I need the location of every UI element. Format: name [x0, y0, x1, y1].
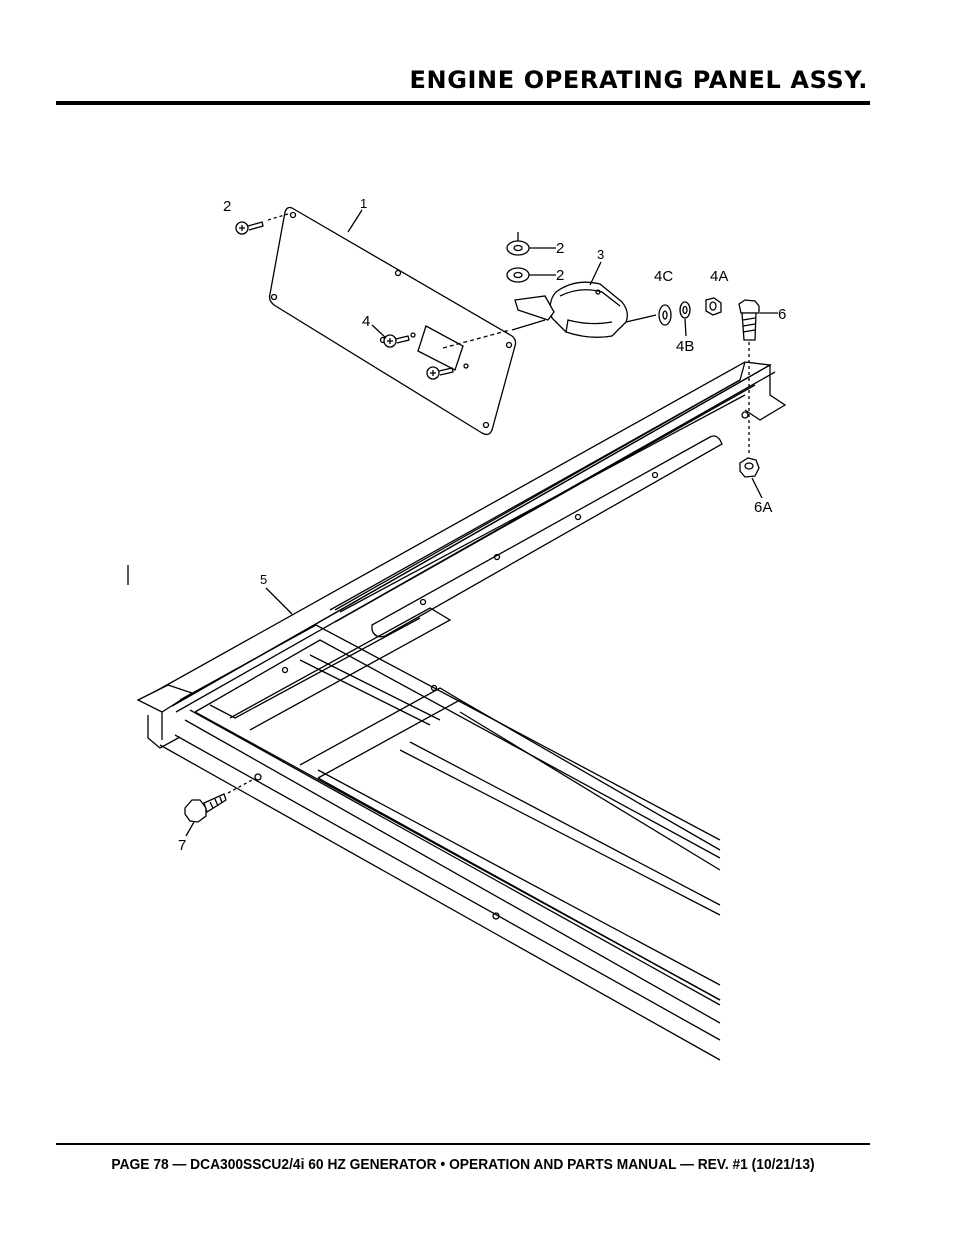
callout-7: 7 — [178, 837, 186, 854]
callout-6: 6 — [778, 306, 786, 323]
callout-4a: 4A — [710, 268, 728, 285]
callout-6a: 6A — [754, 499, 772, 516]
nut-4a — [705, 297, 722, 316]
nut-6a — [739, 457, 763, 499]
footer-rule — [56, 1143, 870, 1145]
lock-washer-4b — [679, 301, 691, 319]
page-footer: PAGE 78 — DCA300SSCU2/4i 60 HZ GENERATOR… — [111, 1156, 815, 1173]
callout-3: 3 — [597, 247, 604, 262]
page-title: ENGINE OPERATING PANEL ASSY. — [409, 66, 868, 94]
screw-2-top-left — [235, 213, 289, 235]
callout-2-washer-lower: 2 — [556, 267, 564, 284]
washer-2-upper — [506, 232, 556, 256]
callout-1: 1 — [360, 196, 367, 211]
callout-4c: 4C — [654, 268, 673, 285]
washer-4c — [658, 304, 672, 326]
operating-panel-plate — [268, 206, 517, 436]
callout-4: 4 — [362, 313, 370, 330]
callout-5: 5 — [260, 572, 267, 587]
base-frame — [127, 361, 787, 1061]
bolt-6 — [738, 299, 778, 455]
callout-2-screw: 2 — [223, 198, 231, 215]
bolt-7 — [184, 779, 253, 837]
title-rule — [56, 101, 870, 105]
callout-4b: 4B — [676, 338, 694, 355]
key-switch-assembly — [511, 281, 657, 338]
washer-2-lower — [506, 267, 556, 283]
screw-4-upper — [383, 334, 410, 348]
callout-2-washer-upper: 2 — [556, 240, 564, 257]
screw-4-lower — [426, 366, 454, 380]
